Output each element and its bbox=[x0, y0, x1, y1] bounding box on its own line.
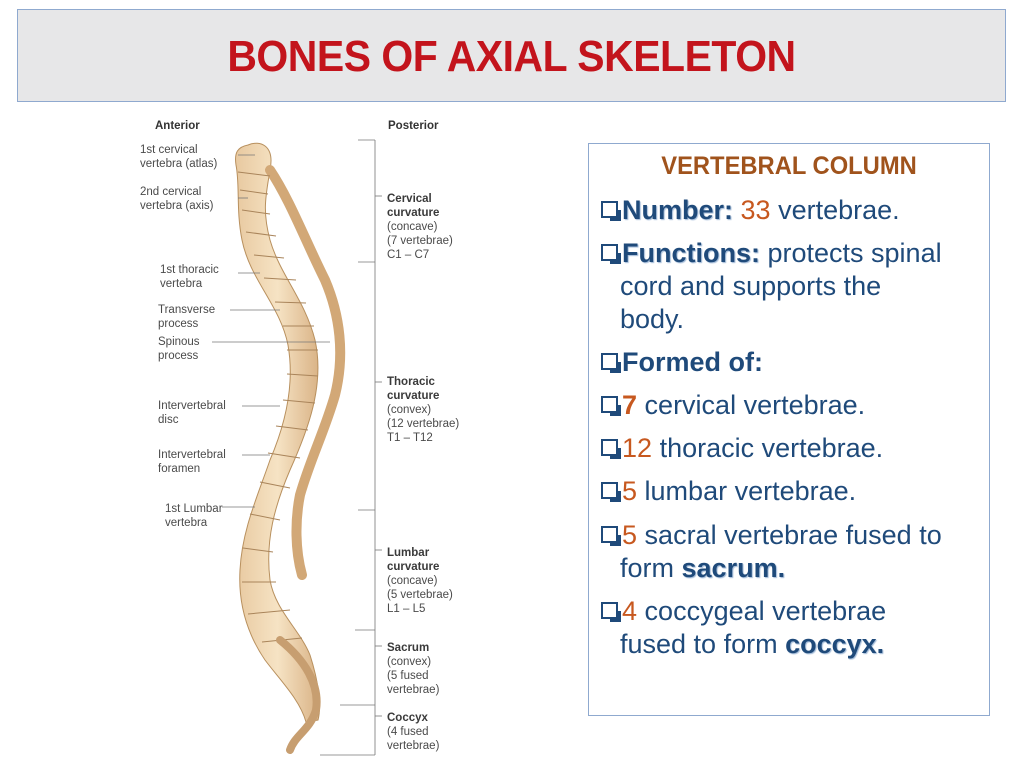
svg-text:(concave): (concave) bbox=[387, 575, 438, 587]
svg-text:Intervertebral: Intervertebral bbox=[158, 400, 226, 412]
right-label-lumbar: Lumbar curvature (concave) (5 vertebrae)… bbox=[387, 547, 453, 615]
svg-text:Spinous: Spinous bbox=[158, 336, 200, 348]
svg-text:vertebra (atlas): vertebra (atlas) bbox=[140, 158, 218, 170]
left-label-thoracic: 1st thoracic vertebra bbox=[160, 264, 219, 290]
title-bar: BONES OF AXIAL SKELETON bbox=[17, 9, 1006, 102]
box-heading: VERTEBRAL COLUMN bbox=[661, 152, 917, 180]
svg-text:1st Lumbar: 1st Lumbar bbox=[165, 503, 223, 515]
item-functions: Functions: protects spinal cord and supp… bbox=[601, 237, 986, 336]
svg-text:(concave): (concave) bbox=[387, 221, 438, 233]
svg-text:process: process bbox=[158, 350, 199, 362]
svg-text:(12 vertebrae): (12 vertebrae) bbox=[387, 418, 459, 430]
svg-text:vertebra: vertebra bbox=[160, 278, 203, 290]
svg-text:2nd cervical: 2nd cervical bbox=[140, 186, 201, 198]
svg-text:(convex): (convex) bbox=[387, 404, 431, 416]
svg-text:(convex): (convex) bbox=[387, 656, 431, 668]
checkbox-bullet-icon bbox=[601, 526, 621, 546]
checkbox-bullet-icon bbox=[601, 353, 621, 373]
page-title: BONES OF AXIAL SKELETON bbox=[227, 32, 796, 81]
svg-text:curvature: curvature bbox=[387, 561, 439, 573]
sacrum-term: sacrum. bbox=[681, 553, 786, 583]
posterior-label: Posterior bbox=[388, 120, 439, 132]
svg-text:(5 fused: (5 fused bbox=[387, 670, 429, 682]
right-label-coccyx: Coccyx (4 fused vertebrae) bbox=[387, 712, 440, 752]
svg-text:(4 fused: (4 fused bbox=[387, 726, 429, 738]
svg-text:Transverse: Transverse bbox=[158, 304, 215, 316]
svg-text:foramen: foramen bbox=[158, 463, 200, 475]
svg-text:process: process bbox=[158, 318, 199, 330]
item-formed-of: Formed of: bbox=[601, 346, 986, 379]
left-label-foramen: Intervertebral foramen bbox=[158, 449, 226, 475]
anterior-label: Anterior bbox=[155, 120, 200, 132]
svg-text:curvature: curvature bbox=[387, 390, 439, 402]
checkbox-bullet-icon bbox=[601, 439, 621, 459]
left-label-transverse: Transverse process bbox=[158, 304, 215, 330]
spine-svg: Anterior Posterior bbox=[140, 120, 459, 756]
item-number: Number: 33 vertebrae. bbox=[601, 194, 986, 227]
left-label-axis: 2nd cervical vertebra (axis) bbox=[140, 186, 214, 212]
svg-text:Coccyx: Coccyx bbox=[387, 712, 429, 724]
checkbox-bullet-icon bbox=[601, 396, 621, 416]
svg-text:vertebra: vertebra bbox=[165, 517, 208, 529]
svg-text:disc: disc bbox=[158, 414, 179, 426]
left-label-lumbar: 1st Lumbar vertebra bbox=[165, 503, 223, 529]
checkbox-bullet-icon bbox=[601, 482, 621, 502]
coccyx-term: coccyx. bbox=[785, 629, 885, 659]
svg-text:Intervertebral: Intervertebral bbox=[158, 449, 226, 461]
checkbox-bullet-icon bbox=[601, 244, 621, 264]
svg-text:curvature: curvature bbox=[387, 207, 439, 219]
item-coccygeal: 4 coccygeal vertebrae fused to form cocc… bbox=[601, 595, 986, 661]
left-leader-lines bbox=[212, 154, 330, 508]
item-sacral: 5 sacral vertebrae fused to form sacrum. bbox=[601, 519, 986, 585]
spine-illustration: Anterior Posterior bbox=[130, 110, 490, 765]
svg-text:vertebra (axis): vertebra (axis) bbox=[140, 200, 214, 212]
svg-text:T1 – T12: T1 – T12 bbox=[387, 432, 433, 444]
svg-text:1st thoracic: 1st thoracic bbox=[160, 264, 219, 276]
svg-text:(7 vertebrae): (7 vertebrae) bbox=[387, 235, 453, 247]
svg-text:C1 – C7: C1 – C7 bbox=[387, 249, 429, 261]
item-lumbar: 5 lumbar vertebrae. bbox=[601, 475, 986, 508]
checkbox-bullet-icon bbox=[601, 201, 621, 221]
svg-text:(5 vertebrae): (5 vertebrae) bbox=[387, 589, 453, 601]
spine-column bbox=[235, 142, 321, 723]
right-label-cervical: Cervical curvature (concave) (7 vertebra… bbox=[387, 193, 453, 261]
svg-text:1st cervical: 1st cervical bbox=[140, 144, 198, 156]
checkbox-bullet-icon bbox=[601, 602, 621, 622]
right-brackets bbox=[320, 139, 382, 756]
left-label-disc: Intervertebral disc bbox=[158, 400, 226, 426]
svg-text:Cervical: Cervical bbox=[387, 193, 432, 205]
svg-text:L1 – L5: L1 – L5 bbox=[387, 603, 425, 615]
svg-text:Lumbar: Lumbar bbox=[387, 547, 430, 559]
left-label-spinous: Spinous process bbox=[158, 336, 200, 362]
svg-text:vertebrae): vertebrae) bbox=[387, 740, 440, 752]
disc-lines bbox=[237, 171, 319, 643]
right-label-thoracic: Thoracic curvature (convex) (12 vertebra… bbox=[387, 376, 459, 444]
svg-text:vertebrae): vertebrae) bbox=[387, 684, 440, 696]
vertebral-column-info-box: VERTEBRAL COLUMN Number: 33 vertebrae. F… bbox=[588, 143, 990, 716]
left-label-atlas: 1st cervical vertebra (atlas) bbox=[140, 144, 218, 170]
right-label-sacrum: Sacrum (convex) (5 fused vertebrae) bbox=[387, 642, 440, 696]
spinous-processes bbox=[265, 165, 346, 580]
svg-text:Thoracic: Thoracic bbox=[387, 376, 436, 388]
sacrum-coccyx-shape bbox=[276, 636, 321, 754]
item-thoracic: 12 thoracic vertebrae. bbox=[601, 432, 986, 465]
item-cervical: 7 cervical vertebrae. bbox=[601, 389, 986, 422]
svg-text:Sacrum: Sacrum bbox=[387, 642, 429, 654]
